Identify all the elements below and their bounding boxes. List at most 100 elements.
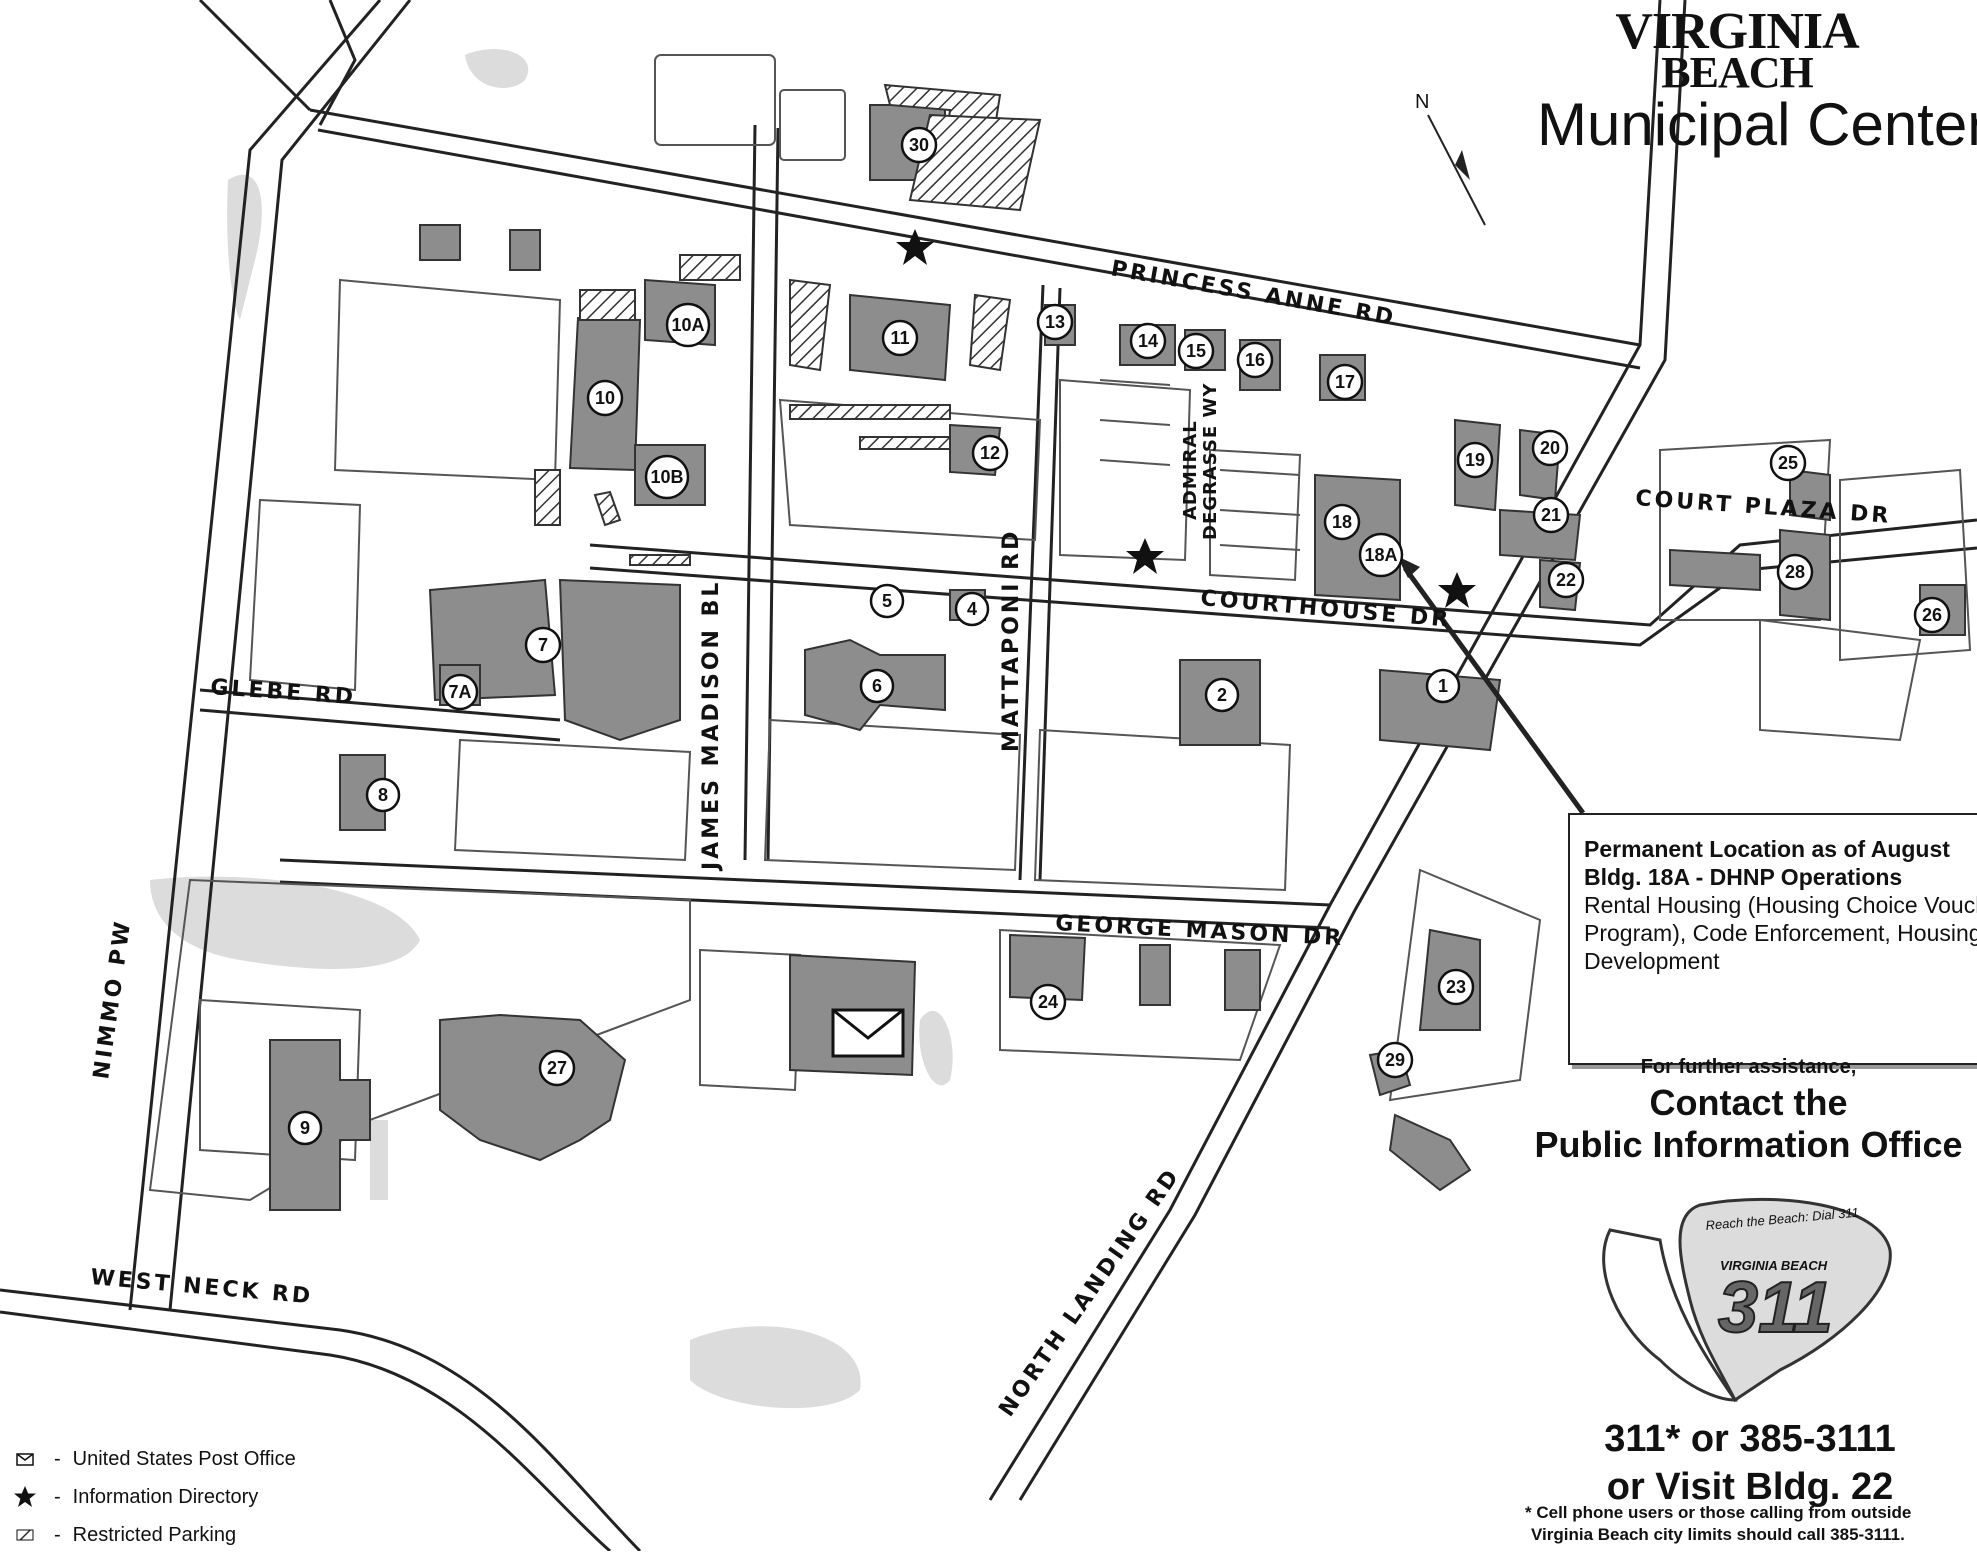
info-star-2	[1126, 538, 1164, 574]
building-number: 25	[1778, 453, 1798, 473]
building-marker-18: 18	[1323, 503, 1361, 541]
building-marker-20: 20	[1531, 429, 1569, 467]
page-title: Municipal Center	[1537, 91, 1977, 158]
assistance-line-2: Public Information Office	[1534, 1124, 1963, 1165]
phone-line-2: or Visit Bldg. 22	[1606, 1466, 1894, 1508]
brand-line-1: VIRGINIA	[1615, 3, 1859, 60]
building-marker-10: 10	[586, 379, 624, 417]
building-number: 1	[1438, 676, 1448, 696]
building-marker-7a: 7A	[441, 673, 479, 711]
building-marker-14: 14	[1129, 322, 1167, 360]
building-number: 12	[980, 443, 1000, 463]
callout-building: Bldg. 18A - DHNP Operations	[1584, 864, 1903, 890]
building-marker-8: 8	[365, 777, 401, 813]
phone-block: 311* or 385-3111 or Visit Bldg. 22	[1530, 1415, 1970, 1511]
building-marker-6: 6	[859, 668, 895, 704]
building-number: 14	[1138, 331, 1158, 351]
info-star-1	[896, 229, 934, 265]
building-marker-13: 13	[1036, 303, 1074, 341]
building-marker-25: 25	[1769, 444, 1807, 482]
building-number: 7	[538, 635, 548, 655]
building-marker-28: 28	[1776, 553, 1814, 591]
building-number: 28	[1785, 562, 1805, 582]
hatch-icon	[10, 1529, 40, 1541]
building-marker-10a: 10A	[665, 302, 711, 348]
building-number: 21	[1541, 505, 1561, 525]
compass-north-label: N	[1415, 91, 1429, 113]
street-nimmo: NIMMO PW	[89, 918, 136, 1081]
street-west-neck: WEST NECK RD	[89, 1265, 314, 1309]
building-number: 9	[300, 1118, 310, 1138]
footnote-line-1: * Cell phone users or those calling from…	[1525, 1503, 1912, 1522]
building-marker-22: 22	[1547, 561, 1585, 599]
building-marker-4: 4	[954, 591, 990, 627]
info-stars	[896, 229, 1476, 608]
legend-item-info-directory: - Information Directory	[10, 1478, 296, 1516]
street-admiral-line1: ADMIRAL	[1180, 420, 1201, 520]
street-north-landing: NORTH LANDING RD	[994, 1163, 1185, 1421]
building-number: 2	[1217, 685, 1227, 705]
assistance-intro: For further assistance,	[1640, 1056, 1857, 1078]
post-office-icon	[831, 1008, 905, 1058]
footnote: * Cell phone users or those calling from…	[1525, 1502, 1977, 1546]
building-marker-17: 17	[1326, 363, 1364, 401]
building-number: 13	[1045, 312, 1065, 332]
building-number: 29	[1385, 1050, 1405, 1070]
building-marker-19: 19	[1456, 441, 1494, 479]
street-court-plaza: COURT PLAZA DR	[1635, 486, 1892, 529]
building-number: 10	[595, 388, 615, 408]
building-number: 8	[378, 785, 388, 805]
info-star-3	[1438, 572, 1476, 608]
callout-detail-3: Development	[1584, 948, 1720, 974]
building-marker-27: 27	[538, 1049, 576, 1087]
compass-rose: N	[1415, 91, 1486, 226]
building-marker-5: 5	[869, 583, 905, 619]
legend-label: United States Post Office	[72, 1447, 296, 1470]
building-marker-21: 21	[1532, 496, 1570, 534]
building-number: 11	[890, 328, 909, 348]
building-marker-29: 29	[1376, 1041, 1414, 1079]
building-marker-2: 2	[1204, 677, 1240, 713]
building-number: 7A	[448, 682, 471, 702]
building-number: 10A	[671, 315, 704, 335]
building-number: 19	[1465, 450, 1485, 470]
star-icon	[10, 1485, 40, 1509]
building-number: 30	[909, 135, 929, 155]
city-branding: VIRGINIA BEACH Municipal Center	[1497, 3, 1977, 158]
building-number: 27	[547, 1058, 567, 1078]
location-callout: Permanent Location as of August Bldg. 18…	[1568, 813, 1977, 1065]
building-number: 5	[882, 591, 892, 611]
building-marker-11: 11	[881, 319, 919, 357]
building-marker-15: 15	[1177, 332, 1215, 370]
building-number: 10B	[650, 467, 683, 487]
street-george-mason: GEORGE MASON DR	[1055, 911, 1345, 951]
building-marker-18a: 18A	[1358, 532, 1404, 578]
building-number: 23	[1446, 977, 1466, 997]
building-number: 18	[1332, 512, 1352, 532]
street-admiral-line2: DEGRASSE WY	[1200, 383, 1221, 540]
phone-line-1: 311* or 385-3111	[1604, 1418, 1896, 1460]
building-number: 17	[1335, 372, 1355, 392]
water-areas	[150, 49, 953, 1409]
legend-label: Information Directory	[72, 1485, 259, 1508]
street-mattaponi: MATTAPONI RD	[999, 529, 1024, 752]
logo-number: 311	[1718, 1268, 1833, 1348]
building-marker-1: 1	[1425, 668, 1461, 704]
building-number: 15	[1186, 341, 1206, 361]
brand-line-2: BEACH	[1661, 48, 1813, 97]
building-marker-16: 16	[1236, 341, 1274, 379]
callout-arrow	[1397, 556, 1586, 815]
building-number: 6	[872, 676, 882, 696]
building-number: 16	[1245, 350, 1265, 370]
building-marker-24: 24	[1029, 983, 1067, 1021]
legend-item-post-office: - United States Post Office	[10, 1440, 296, 1478]
building-number: 24	[1038, 992, 1058, 1012]
map-legend: - United States Post Office - Informatio…	[10, 1440, 296, 1554]
vb311-logo: 311 VIRGINIA BEACH Reach the Beach: Dial…	[1602, 1197, 1892, 1403]
logo-city: VIRGINIA BEACH	[1720, 1258, 1828, 1273]
footnote-line-2: Virginia Beach city limits should call 3…	[1531, 1525, 1905, 1544]
building-number: 26	[1922, 605, 1942, 625]
building-marker-23: 23	[1437, 968, 1475, 1006]
